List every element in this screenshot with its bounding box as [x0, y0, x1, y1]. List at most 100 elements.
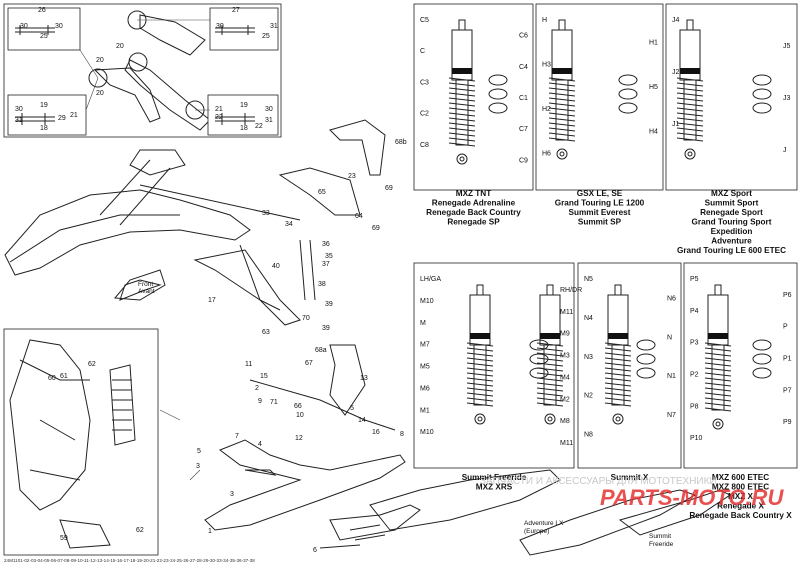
shock-panel-m-frame — [413, 262, 575, 469]
part-number: 39 — [322, 325, 330, 332]
shock-label: C9 — [519, 157, 528, 164]
part-number: 5 — [350, 405, 354, 412]
shock-label: H4 — [649, 128, 658, 135]
model-caption: Adventure — [711, 237, 752, 246]
front-suspension-drawing — [4, 119, 731, 556]
brand-logo: PARTS-MOTO.RU — [600, 485, 784, 510]
model-caption: MXZ X — [728, 492, 754, 501]
part-number: 33 — [262, 210, 270, 217]
part-number: 10 — [296, 412, 304, 419]
model-caption: MXZ 800 ETEC — [712, 483, 769, 492]
part-number: 69 — [385, 185, 393, 192]
shock-label: P2 — [690, 371, 699, 378]
part-number: 36 — [322, 241, 330, 248]
model-caption: MXZ Sport — [711, 189, 752, 198]
part-number: 31 — [265, 117, 273, 124]
part-number: 12 — [295, 435, 303, 442]
shock-label: C3 — [420, 79, 429, 86]
shock-label: M11 — [560, 309, 573, 316]
model-caption: Renegade Adrenaline — [432, 199, 516, 208]
shock-label: M10 — [420, 298, 434, 305]
part-number: 67 — [305, 360, 313, 367]
shock-label: N2 — [584, 393, 593, 400]
model-caption: Summit Everest — [569, 208, 631, 217]
shock-label: P9 — [783, 419, 792, 426]
shock-label: C — [420, 48, 425, 55]
shock-label: H2 — [542, 106, 551, 113]
shock-panel-h-frame — [535, 3, 664, 191]
part-number: 65 — [318, 189, 326, 196]
part-number: 38 — [318, 281, 326, 288]
shock-label: P1 — [783, 356, 792, 363]
part-number: 30 — [20, 23, 28, 30]
shock-label: P10 — [690, 435, 703, 442]
shock-label: C1 — [519, 95, 528, 102]
shock-label: C6 — [519, 33, 528, 40]
shock-label: J — [783, 147, 787, 154]
ski-label-summit: Summit — [649, 533, 671, 540]
part-number: 35 — [325, 253, 333, 260]
part-number: 1 — [208, 528, 212, 535]
front-badge-text-2: Avant — [138, 288, 155, 295]
model-caption: Renegade Sport — [700, 208, 763, 217]
part-number: 63 — [262, 329, 270, 336]
shock-label: N5 — [584, 276, 593, 283]
part-number: 21 — [215, 106, 223, 113]
part-number: 2 — [255, 385, 259, 392]
shock-label: J1 — [672, 121, 680, 128]
part-number: 31 — [15, 117, 23, 124]
part-number: 5 — [197, 448, 201, 455]
shock-label: M7 — [420, 342, 430, 349]
shock-label: N1 — [667, 373, 676, 380]
part-number: 64 — [355, 213, 363, 220]
model-caption: MXZ XRS — [476, 483, 513, 492]
part-number: 25 — [40, 33, 48, 40]
shock-label: H6 — [542, 151, 551, 158]
part-number: 18 — [240, 125, 248, 132]
part-number: 21 — [70, 112, 78, 119]
shock-label: N4 — [584, 315, 593, 322]
shock-label: P — [783, 324, 788, 331]
shock-label: P3 — [690, 340, 699, 347]
part-number: 19 — [40, 102, 48, 109]
part-number: 29 — [58, 115, 66, 122]
shock-label: LH/GA — [420, 276, 441, 283]
part-number: 8 — [400, 431, 404, 438]
shock-label: M4 — [560, 374, 570, 381]
part-number: 71 — [270, 399, 278, 406]
part-number: 20 — [116, 43, 124, 50]
footer-code: 24M1101-02-03-04-05-06-07-08-09-10-11-12… — [4, 558, 255, 563]
shock-label: M8 — [560, 418, 570, 425]
shock-panel-m: LH/GARH/DRM10M11MM9M7M3M5M4M6M2M1M8M10M1… — [420, 276, 582, 492]
part-number: 4 — [258, 441, 262, 448]
shock-label: M11 — [560, 440, 573, 447]
part-number: 7 — [235, 433, 239, 440]
shock-label: J2 — [672, 69, 680, 76]
part-number: 25 — [262, 33, 270, 40]
part-number: 30 — [216, 23, 224, 30]
part-number: 16 — [372, 429, 380, 436]
part-number: 30 — [55, 23, 63, 30]
part-number: 13 — [360, 375, 368, 382]
shock-label: C2 — [420, 111, 429, 118]
front-badge-text: Front — [138, 281, 153, 288]
watermark-text: ЗАПЧАСТИ И АКСЕССУАРЫ ДЛЯ МОТОТЕХНИКИ — [480, 476, 717, 487]
model-caption: Summit SP — [578, 218, 622, 227]
part-number: 15 — [260, 373, 268, 380]
shock-label: H3 — [542, 62, 551, 69]
part-number: 39 — [325, 301, 333, 308]
part-number: 40 — [272, 263, 280, 270]
part-number: 60 — [48, 375, 56, 382]
shock-label: M2 — [560, 396, 570, 403]
part-number: 17 — [208, 297, 216, 304]
shock-panel-p-frame — [683, 262, 798, 469]
model-caption: Grand Touring LE 600 ETEC — [677, 246, 786, 255]
part-number: 22 — [215, 114, 223, 121]
shock-label: P7 — [783, 387, 792, 394]
part-number: 22 — [255, 123, 263, 130]
